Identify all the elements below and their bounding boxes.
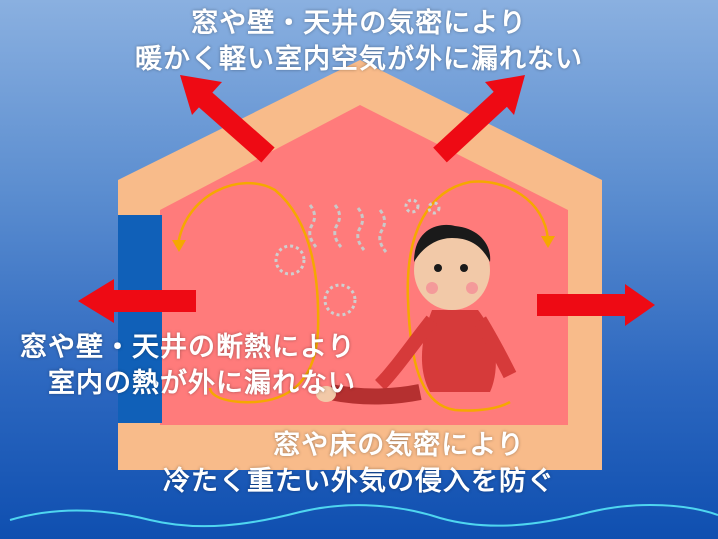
- caption-left-line2: 室内の熱が外に漏れない: [48, 368, 356, 399]
- caption-top-line1: 窓や壁・天井の気密により: [191, 8, 527, 39]
- warm-air-squiggles: [308, 204, 388, 253]
- airflow-loop-left: [172, 181, 320, 404]
- child-illustration: [316, 224, 517, 405]
- window: [118, 215, 162, 423]
- steam-puffs: [274, 198, 441, 317]
- heat-arrow-roof-left: [180, 75, 275, 163]
- airflow-loop-right: [406, 180, 555, 412]
- caption-airtight-floor: 窓や床の気密により 冷たく重たい外気の侵入を防ぐ: [0, 428, 718, 500]
- caption-left-line1: 窓や壁・天井の断熱により: [20, 332, 356, 363]
- heat-arrow-right-wall: [537, 284, 655, 326]
- caption-bottom-line1: 窓や床の気密により: [273, 430, 525, 461]
- caption-insulation: 窓や壁・天井の断熱により 室内の熱が外に漏れない: [20, 330, 356, 402]
- heat-arrow-left-wall: [78, 279, 196, 323]
- heat-arrow-roof-right: [433, 75, 525, 163]
- caption-top-line2: 暖かく軽い室内空気が外に漏れない: [135, 44, 583, 75]
- ground-waves: [9, 503, 718, 528]
- caption-airtight-roof: 窓や壁・天井の気密により 暖かく軽い室内空気が外に漏れない: [0, 6, 718, 78]
- caption-bottom-line2: 冷たく重たい外気の侵入を防ぐ: [163, 466, 555, 497]
